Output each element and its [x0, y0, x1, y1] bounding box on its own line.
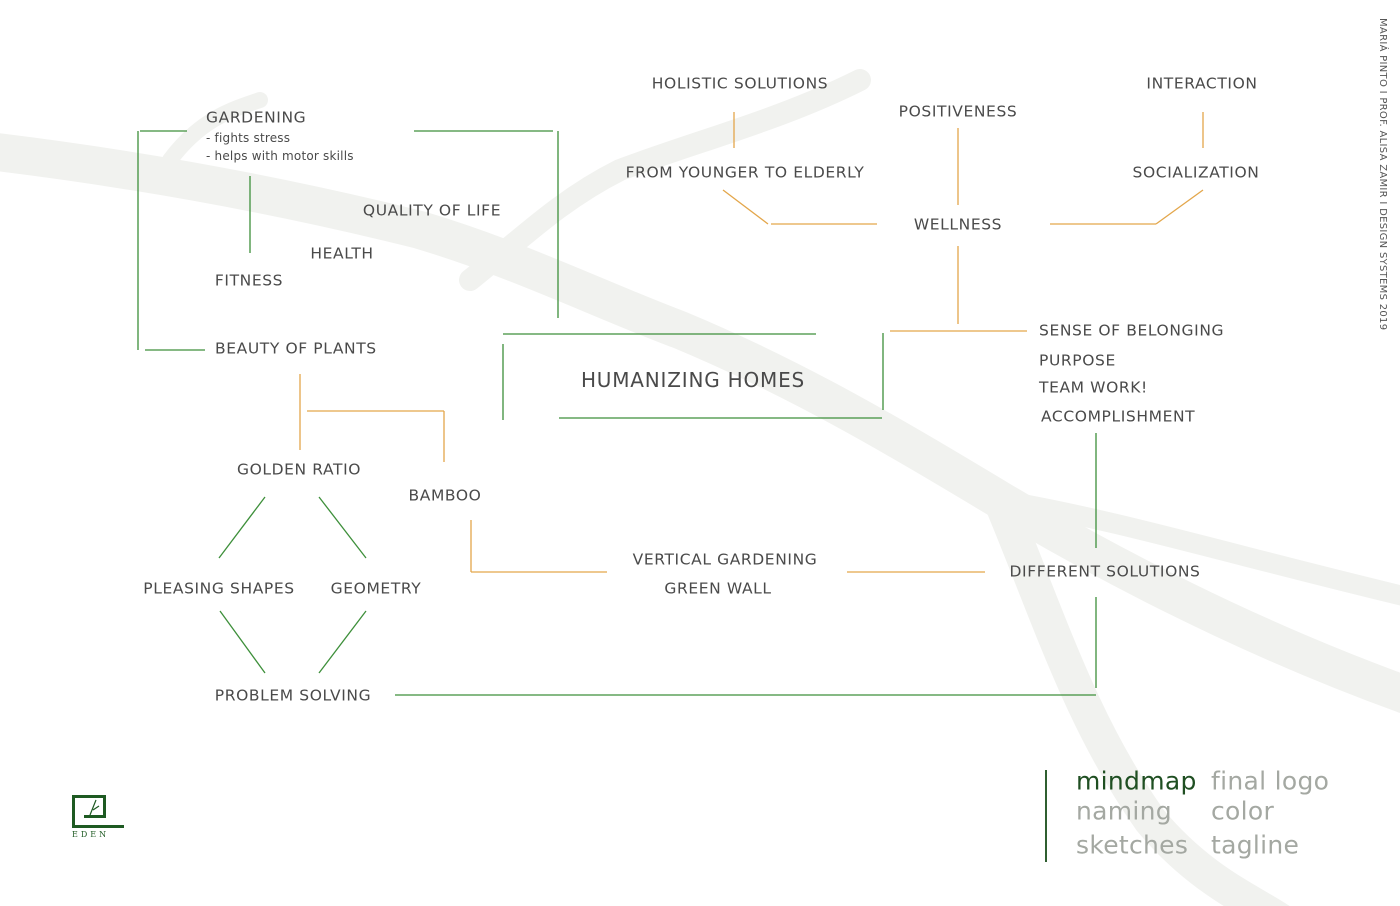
node-beauty-of-plants: BEAUTY OF PLANTS — [215, 339, 377, 358]
node-golden-ratio: GOLDEN RATIO — [236, 460, 362, 479]
credit-text: MARIÁ PINTO I PROF. ALISA ZAMIR I DESIGN… — [1377, 18, 1388, 331]
node-problem-solving: PROBLEM SOLVING — [214, 686, 372, 705]
node-sense-of-belonging: SENSE OF BELONGING — [1039, 321, 1225, 340]
node-accomplishment: ACCOMPLISHMENT — [1041, 407, 1196, 426]
node-team-work: TEAM WORK! — [1039, 378, 1148, 397]
central-node-humanizing-homes: HUMANIZING HOMES — [580, 368, 806, 392]
menu-item-color[interactable]: color — [1211, 796, 1275, 826]
node-health: HEALTH — [310, 244, 374, 263]
node-interaction: INTERACTION — [1146, 74, 1258, 93]
menu-item-tagline[interactable]: tagline — [1211, 830, 1300, 860]
node-gardening: GARDENING — [206, 108, 307, 127]
menu-item-sketches[interactable]: sketches — [1076, 830, 1189, 860]
node-fitness: FITNESS — [214, 271, 284, 290]
gardening-note: - helps with motor skills — [206, 149, 354, 163]
node-pleasing-shapes: PLEASING SHAPES — [143, 579, 295, 598]
eden-logo-text: EDEN — [72, 830, 110, 839]
gardening-note: - fights stress — [206, 131, 291, 145]
node-socialization: SOCIALIZATION — [1132, 163, 1260, 182]
eden-logo-icon — [72, 795, 124, 828]
node-vertical-gardening: VERTICAL GARDENING — [632, 550, 818, 569]
node-younger-to-elderly: FROM YOUNGER TO ELDERLY — [625, 163, 865, 182]
node-quality-of-life: QUALITY OF LIFE — [362, 201, 502, 220]
node-purpose: PURPOSE — [1039, 351, 1116, 370]
node-holistic-solutions: HOLISTIC SOLUTIONS — [651, 74, 829, 93]
node-green-wall: GREEN WALL — [664, 579, 772, 598]
green-connectors — [137, 130, 1097, 696]
node-different-solutions: DIFFERENT SOLUTIONS — [1009, 562, 1201, 581]
menu-item-final-logo[interactable]: final logo — [1211, 766, 1330, 796]
node-bamboo: BAMBOO — [408, 486, 482, 505]
node-wellness: WELLNESS — [913, 215, 1003, 234]
menu-item-mindmap[interactable]: mindmap — [1076, 766, 1197, 796]
node-geometry: GEOMETRY — [330, 579, 422, 598]
node-positiveness: POSITIVENESS — [898, 102, 1018, 121]
menu-item-naming[interactable]: naming — [1076, 796, 1172, 826]
orange-connectors — [299, 112, 1204, 573]
